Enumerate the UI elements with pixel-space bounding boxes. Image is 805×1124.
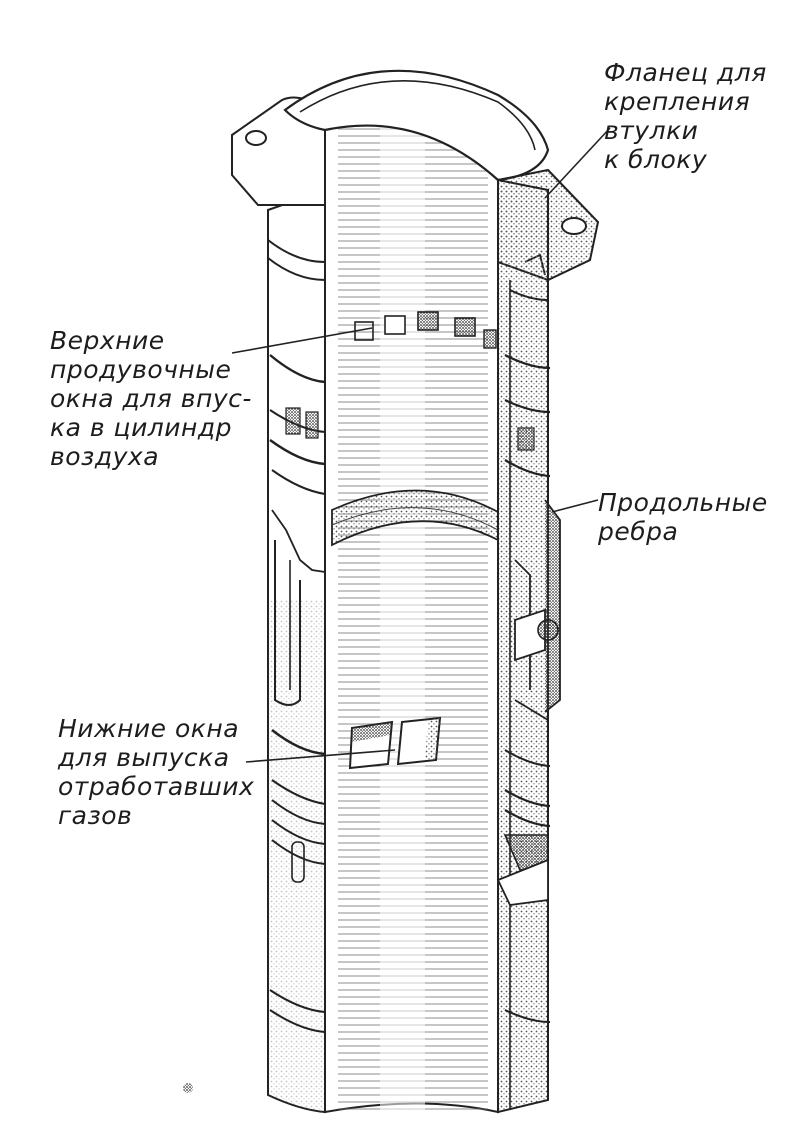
lower-windows-label-line: для выпуска bbox=[58, 743, 230, 772]
lower-windows-label-line: отработавших bbox=[58, 772, 255, 801]
liner-bore bbox=[324, 95, 499, 1114]
speck bbox=[183, 1083, 193, 1093]
liner-left-exterior bbox=[267, 188, 326, 1114]
flange-label-line: втулки bbox=[604, 116, 699, 145]
lower-windows-label-line: Нижние окна bbox=[58, 714, 240, 743]
upper-windows-label-line: окна для впус- bbox=[50, 384, 252, 413]
lower-windows-leader bbox=[245, 749, 396, 763]
flange-label: Фланец для крепления втулки к блоку bbox=[604, 58, 767, 174]
ribs-label-line: Продольные bbox=[598, 488, 768, 517]
lower-windows-label-line: газов bbox=[58, 801, 133, 830]
upper-windows-label-line: ка в цилиндр bbox=[50, 413, 233, 442]
upper-windows-label-line: Верхние bbox=[50, 326, 165, 355]
ribs-label: Продольные ребра bbox=[598, 488, 768, 546]
flange-label-line: крепления bbox=[604, 87, 751, 116]
liner-right-exterior bbox=[496, 178, 561, 1114]
lower-windows-label: Нижние окна для выпуска отработавших газ… bbox=[58, 714, 254, 830]
ribs-label-line: ребра bbox=[598, 517, 679, 546]
flange-label-line: Фланец для bbox=[604, 58, 767, 87]
flange-leader bbox=[544, 127, 611, 199]
upper-windows-label-line: продувочные bbox=[50, 355, 232, 384]
ribs-leader bbox=[551, 499, 599, 513]
upper-windows-label: Верхние продувочные окна для впус- ка в … bbox=[50, 326, 252, 471]
leader-lines bbox=[231, 127, 611, 763]
upper-windows-leader bbox=[231, 327, 373, 354]
upper-windows-label-line: воздуха bbox=[50, 442, 160, 471]
flange-label-line: к блоку bbox=[604, 145, 708, 174]
